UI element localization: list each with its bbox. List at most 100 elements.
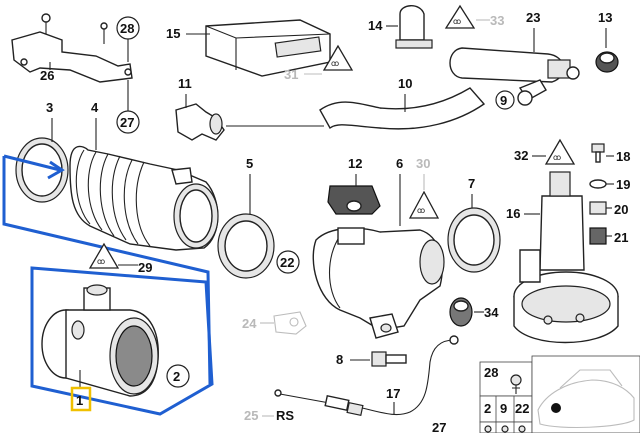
label-25-rs[interactable]: 25 RS (244, 408, 294, 423)
label-1[interactable]: 1 (70, 370, 92, 412)
svg-text:21: 21 (614, 230, 628, 245)
svg-text:RS: RS (276, 408, 294, 423)
svg-text:25: 25 (244, 408, 258, 423)
label-13[interactable]: 13 (598, 10, 612, 48)
svg-text:12: 12 (348, 156, 362, 171)
label-5[interactable]: 5 (246, 156, 253, 214)
label-23[interactable]: 23 (526, 10, 540, 52)
label-32[interactable]: 32 (514, 148, 546, 163)
highlight-arrowhead (47, 160, 65, 180)
label-7[interactable]: 7 (468, 176, 475, 208)
svg-text:27: 27 (432, 420, 446, 433)
grommet-34-part (449, 297, 473, 327)
throttle-cable-part (274, 335, 459, 417)
throttle-housing-part (312, 227, 445, 339)
callout-28-top[interactable]: 28 (116, 16, 140, 62)
svg-text:3: 3 (46, 100, 53, 115)
seal-ring-7 (447, 207, 501, 273)
seal-ring-5 (217, 213, 275, 279)
car-silhouette-icon (537, 369, 635, 429)
callout-27-top[interactable]: 27 (116, 80, 140, 134)
svg-text:23: 23 (526, 10, 540, 25)
svg-text:ꝏ: ꝏ (453, 17, 461, 26)
svg-text:31: 31 (284, 67, 298, 82)
sensor-plug-part (327, 185, 381, 215)
label-19[interactable]: 19 (606, 177, 630, 192)
mass-air-flow-sensor-part (41, 284, 159, 397)
label-10[interactable]: 10 (398, 76, 412, 112)
table-cell-27[interactable] (484, 425, 526, 433)
label-34[interactable]: 34 (474, 305, 499, 320)
svg-text:19: 19 (616, 177, 630, 192)
label-8[interactable]: 8 (336, 352, 370, 367)
label-33[interactable]: 33 (476, 13, 504, 28)
svg-text:22: 22 (280, 255, 294, 270)
hose-part (319, 87, 486, 130)
svg-text:9: 9 (500, 93, 507, 108)
svg-text:14: 14 (368, 18, 383, 33)
bellows-part (69, 145, 219, 251)
svg-text:ꝏ: ꝏ (97, 257, 105, 266)
elbow-part (175, 103, 225, 141)
svg-text:13: 13 (598, 10, 612, 25)
svg-text:1: 1 (76, 393, 83, 408)
highlight-box (30, 266, 214, 416)
table-cell-9[interactable]: 9 (500, 401, 507, 416)
secondary-air-pump-part (513, 171, 619, 344)
svg-text:ꝏ: ꝏ (553, 153, 561, 162)
label-29[interactable]: 29 (118, 260, 152, 275)
clamp-part (395, 5, 433, 49)
label-11[interactable]: 11 (178, 76, 192, 108)
callout-2[interactable]: 2 (166, 364, 190, 388)
svg-text:28: 28 (120, 21, 134, 36)
label-30[interactable]: 30 (416, 156, 430, 190)
label-4[interactable]: 4 (91, 100, 99, 150)
svg-text:18: 18 (616, 149, 630, 164)
label-15[interactable]: 15 (166, 26, 210, 41)
svg-text:16: 16 (506, 206, 520, 221)
svg-text:27: 27 (120, 115, 134, 130)
svg-text:33: 33 (490, 13, 504, 28)
bolt-part (371, 351, 407, 367)
label-26[interactable]: 26 (40, 62, 54, 83)
warning-triangle-icon: ꝏ (322, 44, 354, 71)
seal-ring-3 (15, 137, 69, 203)
label-14[interactable]: 14 (368, 18, 398, 33)
svg-text:6: 6 (396, 156, 403, 171)
svg-text:34: 34 (484, 305, 499, 320)
svg-text:32: 32 (514, 148, 528, 163)
nut-part (589, 201, 607, 215)
svg-text:24: 24 (242, 316, 257, 331)
label-17[interactable]: 17 (386, 386, 400, 414)
washer-part (589, 179, 607, 189)
label-3[interactable]: 3 (46, 100, 53, 142)
control-unit-part (205, 19, 331, 77)
label-6[interactable]: 6 (396, 156, 403, 226)
label-18[interactable]: 18 (606, 149, 630, 164)
warning-triangle-icon: ꝏ (88, 242, 120, 269)
svg-text:4: 4 (91, 100, 99, 115)
label-9[interactable]: 9 (495, 90, 515, 110)
svg-text:ꝏ: ꝏ (331, 59, 339, 68)
ghost-clamp-part (273, 311, 307, 335)
table-cell-2[interactable]: 2 (484, 401, 491, 416)
table-cell-28[interactable]: 28 (484, 365, 522, 394)
highlight-arrow (3, 154, 61, 172)
label-24[interactable]: 24 (242, 316, 274, 331)
parts-table (479, 355, 640, 433)
svg-text:29: 29 (138, 260, 152, 275)
label-27-bottom[interactable]: 27 (432, 420, 446, 433)
bushing-part (589, 227, 607, 245)
label-31[interactable]: 31 (284, 67, 322, 82)
warning-triangle-icon: ꝏ (444, 4, 476, 29)
label-16[interactable]: 16 (506, 206, 540, 221)
label-12[interactable]: 12 (348, 156, 362, 186)
label-20[interactable]: 20 (606, 202, 628, 217)
callout-22[interactable]: 22 (276, 250, 300, 274)
table-cell-22[interactable]: 22 (515, 401, 529, 416)
label-21[interactable]: 21 (606, 230, 628, 245)
svg-text:9: 9 (500, 401, 507, 416)
svg-text:5: 5 (246, 156, 253, 171)
